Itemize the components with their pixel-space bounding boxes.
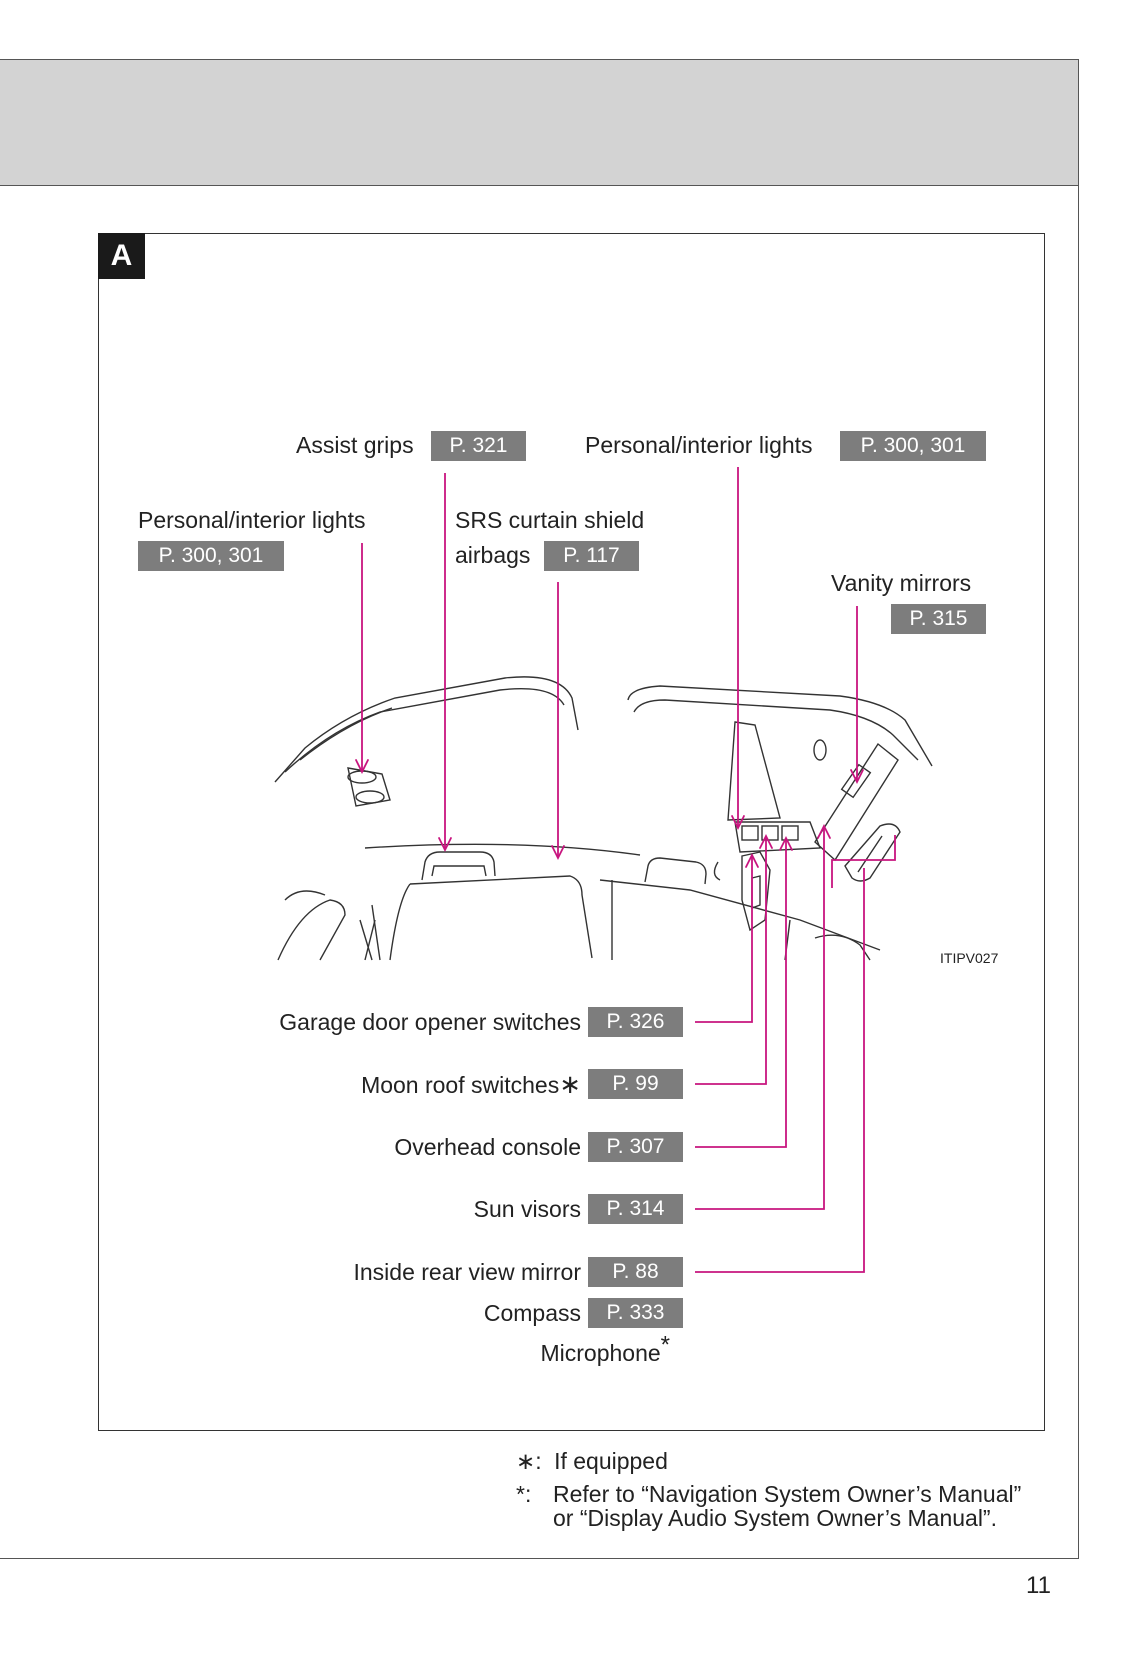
personal-lights-left-label: Personal/interior lights xyxy=(138,507,366,533)
personal-lights-right-page-ref[interactable]: P. 300, 301 xyxy=(840,431,986,461)
right-rule xyxy=(1078,184,1079,1558)
car-interior-drawing xyxy=(274,676,933,961)
assist-grips-page-ref[interactable]: P. 321 xyxy=(431,431,526,461)
footnote-if-equipped: ∗: If equipped xyxy=(516,1449,668,1473)
moon-roof-switches-text: Moon roof switches xyxy=(361,1072,560,1098)
personal-lights-right-label: Personal/interior lights xyxy=(585,432,813,458)
overhead-console-label: Overhead console xyxy=(394,1134,581,1160)
moon-roof-switches-page-ref[interactable]: P. 99 xyxy=(588,1069,683,1099)
footnote-navigation-line1: Refer to “Navigation System Owner’s Manu… xyxy=(553,1481,1022,1507)
srs-airbags-label-line1: SRS curtain shield xyxy=(455,507,645,533)
bottom-rule xyxy=(0,1558,1079,1559)
illustration-frame xyxy=(98,233,1045,1431)
if-equipped-mark: ∗ xyxy=(559,1069,581,1099)
image-code: ITIPV027 xyxy=(940,950,999,966)
footnote-if-equipped-text: If equipped xyxy=(554,1448,668,1474)
overhead-console-page-ref[interactable]: P. 307 xyxy=(588,1132,683,1162)
compass-label: Compass xyxy=(483,1300,581,1326)
vanity-mirrors-label: Vanity mirrors xyxy=(831,570,972,596)
garage-door-opener-page-ref[interactable]: P. 326 xyxy=(588,1007,683,1037)
navigation-manual-mark: * xyxy=(660,1331,670,1359)
vanity-mirrors-page-ref[interactable]: P. 315 xyxy=(891,604,986,634)
moon-roof-switches-label: Moon roof switches∗ xyxy=(361,1070,581,1099)
leader-lines xyxy=(361,467,896,1273)
garage-door-opener-label: Garage door opener switches xyxy=(279,1009,581,1035)
leader-arrowheads xyxy=(355,759,864,868)
srs-airbags-page-ref[interactable]: P. 117 xyxy=(544,541,639,571)
microphone-text: Microphone xyxy=(540,1340,661,1366)
footnote-mark-asterisk: *: xyxy=(516,1481,532,1507)
inside-rear-view-mirror-label: Inside rear view mirror xyxy=(353,1259,582,1285)
footnote-navigation-line2: or “Display Audio System Owner’s Manual”… xyxy=(553,1505,997,1531)
section-letter-badge: A xyxy=(98,233,145,279)
personal-lights-left-page-ref[interactable]: P. 300, 301 xyxy=(138,541,284,571)
header-band xyxy=(0,59,1079,186)
page-number: 11 xyxy=(1026,1572,1051,1599)
sun-visors-label: Sun visors xyxy=(473,1196,581,1222)
footnote-mark-asterisk-operator: ∗: xyxy=(516,1448,542,1474)
assist-grips-label: Assist grips xyxy=(296,432,414,458)
srs-airbags-label-line2: airbags xyxy=(455,542,531,568)
inside-rear-view-mirror-page-ref[interactable]: P. 88 xyxy=(588,1257,683,1287)
compass-page-ref[interactable]: P. 333 xyxy=(588,1298,683,1328)
sun-visors-page-ref[interactable]: P. 314 xyxy=(588,1194,683,1224)
microphone-label: Microphone* xyxy=(540,1333,670,1367)
